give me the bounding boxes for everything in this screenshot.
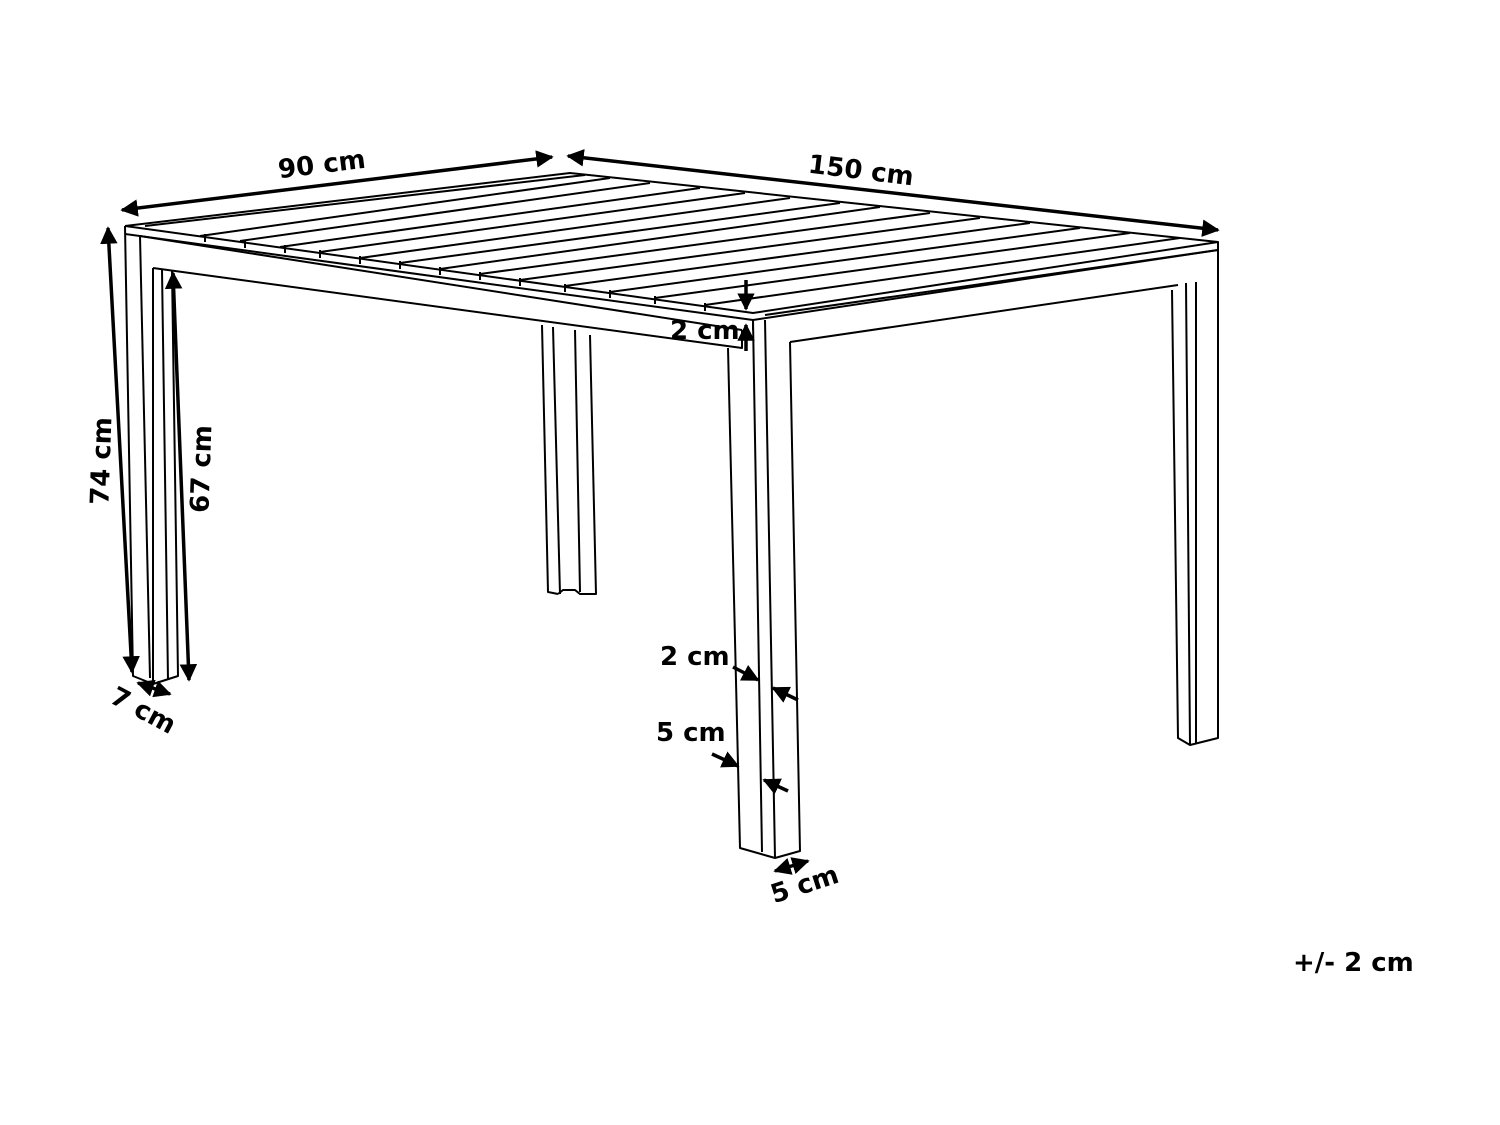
dim-arrow-clearance (164, 271, 198, 682)
tabletop (124, 172, 1219, 321)
dim-arrow-length (566, 149, 1220, 237)
dim-arrow-total-height (100, 226, 140, 674)
tolerance-note: +/- 2 cm (1293, 948, 1414, 978)
dim-arrow-leg-depth (773, 857, 810, 875)
dim-arrow-depth (120, 150, 554, 217)
clearance-height-label: 67 cm (185, 424, 219, 514)
frame (139, 235, 1219, 349)
leg-back-right (1171, 250, 1219, 746)
total-height-label: 74 cm (85, 416, 119, 506)
dim-arrow-leg-width (136, 679, 172, 698)
leg-groove-label: 2 cm (660, 642, 730, 672)
leg-side-label: 5 cm (656, 718, 726, 748)
dim-arrow-groove-left (732, 664, 760, 682)
leg-left-front (124, 225, 179, 685)
dim-arrow-side-left (711, 751, 740, 768)
top-thickness-label: 2 cm (670, 316, 740, 346)
leg-back-left (541, 324, 597, 595)
dim-arrow-side-right (762, 778, 789, 795)
leg-front-right (727, 319, 801, 859)
dim-arrow-groove-right (771, 686, 799, 703)
